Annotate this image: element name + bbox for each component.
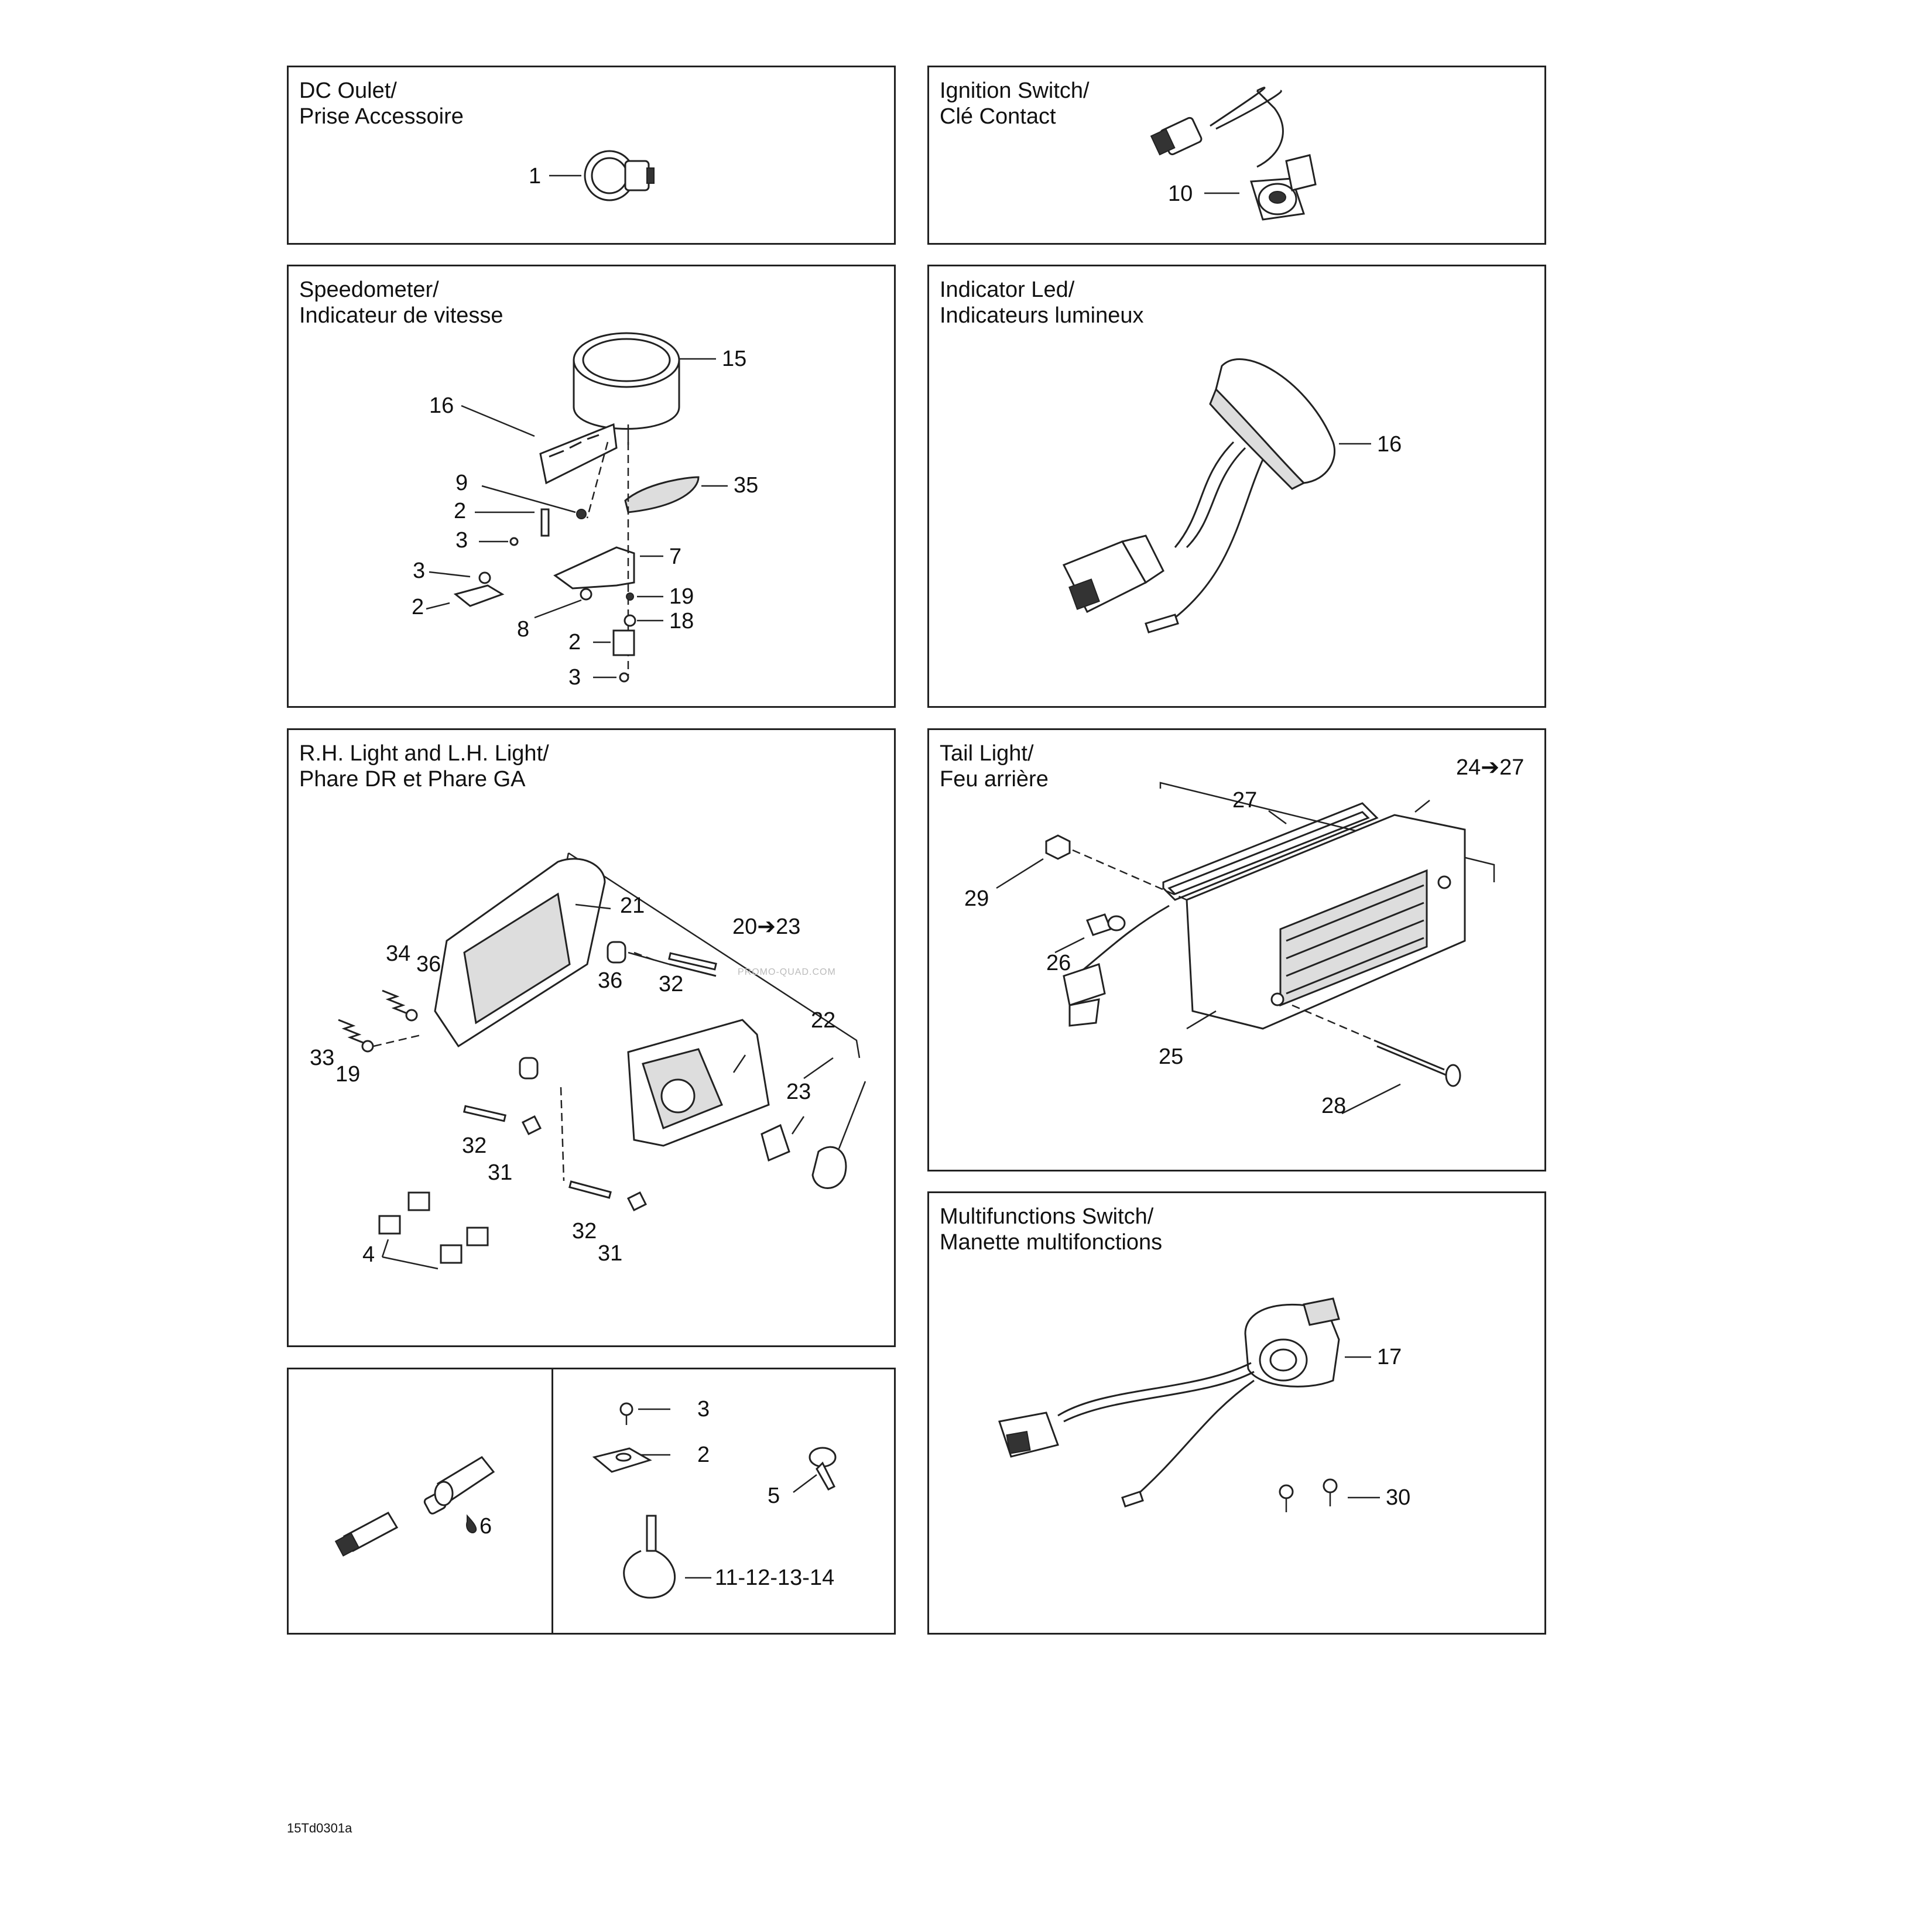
callout-23: 23 — [786, 1080, 811, 1104]
callout-30: 30 — [1386, 1485, 1411, 1510]
title-fr: Indicateurs lumineux — [940, 303, 1144, 328]
callout-2: 2 — [568, 630, 581, 655]
title-fr: Manette multifonctions — [940, 1230, 1163, 1255]
callout-22: 22 — [811, 1008, 836, 1033]
title-en: DC Oulet/ — [299, 78, 397, 103]
callout-3: 3 — [455, 528, 468, 553]
callout-15: 15 — [722, 347, 747, 371]
callout-36: 36 — [416, 952, 441, 977]
title-en: Tail Light/ — [940, 741, 1034, 766]
panel-title: R.H. Light and L.H. Light/ Phare DR et P… — [299, 741, 549, 792]
callout-2: 2 — [697, 1443, 710, 1467]
indicator-led-drawing — [1062, 358, 1371, 633]
callout-1: 1 — [529, 164, 542, 189]
callout-24-27: 24➔27 — [1456, 755, 1525, 780]
dc-outlet-drawing — [549, 150, 655, 201]
title-fr: Prise Accessoire — [299, 104, 464, 129]
title-en: R.H. Light and L.H. Light/ — [299, 741, 549, 766]
panel-hardware: 3 2 5 11-12-13-14 — [551, 1368, 896, 1635]
callout-9: 9 — [455, 471, 468, 495]
callout-32: 32 — [572, 1219, 597, 1244]
hardware-drawing — [592, 1402, 837, 1599]
ignition-switch-drawing — [1150, 87, 1317, 221]
panel-dc-outlet: DC Oulet/ Prise Accessoire 1 — [287, 66, 896, 245]
panel-title: Speedometer/ Indicateur de vitesse — [299, 277, 503, 328]
watermark: PROMO-QUAD.COM — [738, 967, 836, 977]
drawing-code: 15Td0301a — [287, 1821, 352, 1835]
callout-29: 29 — [964, 886, 989, 911]
callout-20-23: 20➔23 — [732, 914, 801, 939]
panel-title: Ignition Switch/ Clé Contact — [940, 78, 1090, 129]
panel-title: Multifunctions Switch/ Manette multifonc… — [940, 1204, 1162, 1255]
title-en: Speedometer/ — [299, 278, 439, 302]
callout-25: 25 — [1159, 1044, 1184, 1069]
title-en: Ignition Switch/ — [940, 78, 1090, 103]
title-fr: Phare DR et Phare GA — [299, 767, 526, 792]
tail-light-drawing — [996, 782, 1495, 1115]
panel-indicator-led: Indicator Led/ Indicateurs lumineux 16 — [927, 265, 1546, 708]
callout-5: 5 — [768, 1484, 780, 1508]
callout-3: 3 — [413, 559, 426, 583]
panel-ignition-switch: Ignition Switch/ Clé Contact 10 — [927, 66, 1546, 245]
callout-31: 31 — [488, 1160, 513, 1185]
callout-2: 2 — [454, 499, 467, 523]
panel-tail-light: Tail Light/ Feu arrière 27 24➔27 — [927, 728, 1546, 1171]
callout-3: 3 — [697, 1397, 710, 1421]
callout-19: 19 — [335, 1062, 361, 1087]
title-fr: Indicateur de vitesse — [299, 303, 503, 328]
callout-16: 16 — [429, 393, 454, 418]
callout-32: 32 — [462, 1133, 487, 1158]
panel-speedometer: Speedometer/ Indicateur de vitesse — [287, 265, 896, 708]
callout-2: 2 — [412, 595, 424, 619]
callout-8: 8 — [517, 617, 530, 642]
speedometer-drawing — [426, 332, 728, 683]
connector-drawing — [334, 1456, 495, 1557]
callout-18: 18 — [669, 609, 694, 633]
callout-10: 10 — [1168, 181, 1193, 206]
callout-11-12-13-14: 11-12-13-14 — [715, 1566, 835, 1590]
callout-36: 36 — [598, 968, 623, 993]
callout-17: 17 — [1377, 1345, 1402, 1369]
callout-7: 7 — [669, 544, 682, 569]
panel-title: Indicator Led/ Indicateurs lumineux — [940, 277, 1144, 328]
title-en: Multifunctions Switch/ — [940, 1204, 1154, 1229]
title-fr: Feu arrière — [940, 767, 1049, 792]
callout-33: 33 — [310, 1046, 335, 1070]
title-en: Indicator Led/ — [940, 278, 1075, 302]
callout-34: 34 — [386, 941, 411, 966]
callout-31: 31 — [598, 1241, 623, 1266]
multifunctions-switch-drawing — [998, 1297, 1380, 1512]
callout-35: 35 — [734, 473, 759, 498]
headlights-drawing — [338, 852, 866, 1270]
callout-32: 32 — [659, 972, 684, 996]
callout-3: 3 — [568, 665, 581, 690]
panel-connector: 6 — [287, 1368, 553, 1635]
callout-28: 28 — [1321, 1094, 1347, 1118]
title-fr: Clé Contact — [940, 104, 1056, 129]
callout-4: 4 — [362, 1242, 375, 1267]
panel-multifunctions-switch: Multifunctions Switch/ Manette multifonc… — [927, 1191, 1546, 1635]
panel-title: Tail Light/ Feu arrière — [940, 741, 1049, 792]
callout-26: 26 — [1046, 951, 1071, 975]
callout-6: 6 — [479, 1514, 492, 1539]
callout-16: 16 — [1377, 432, 1402, 457]
panel-title: DC Oulet/ Prise Accessoire — [299, 78, 464, 129]
panel-headlights: R.H. Light and L.H. Light/ Phare DR et P… — [287, 728, 896, 1347]
callout-27: 27 — [1232, 788, 1258, 813]
callout-21: 21 — [620, 893, 645, 918]
callout-19: 19 — [669, 584, 694, 609]
